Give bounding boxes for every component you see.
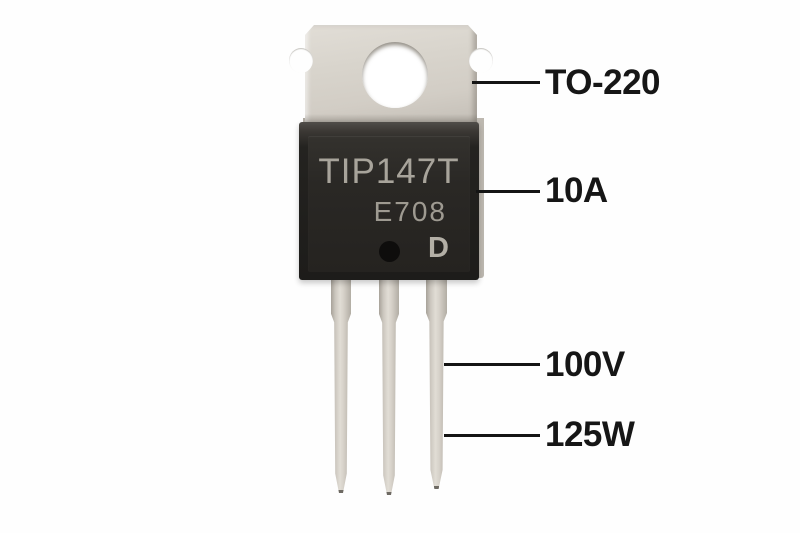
marking-part-number: TIP147T <box>318 152 460 191</box>
pin-1 <box>331 277 351 493</box>
leader-line-power <box>444 434 540 437</box>
leader-line-voltage <box>444 363 540 366</box>
package-body: TIP147T E708 D <box>299 122 479 280</box>
mounting-hole <box>362 42 428 108</box>
label-max-current: 10A <box>545 171 608 210</box>
pin1-indicator-dot <box>379 241 400 262</box>
pin-2 <box>379 277 399 495</box>
marking-suffix: D <box>428 232 449 264</box>
pin-3 <box>426 277 447 489</box>
leader-line-current <box>476 190 540 193</box>
label-max-power: 125W <box>545 415 635 454</box>
tab-notch-left <box>289 48 313 73</box>
tab-notch-right <box>469 48 493 73</box>
leader-line-package <box>472 81 540 84</box>
marking-date-code: E708 <box>373 196 447 227</box>
label-package-type: TO-220 <box>545 63 661 102</box>
label-max-voltage: 100V <box>545 345 625 384</box>
